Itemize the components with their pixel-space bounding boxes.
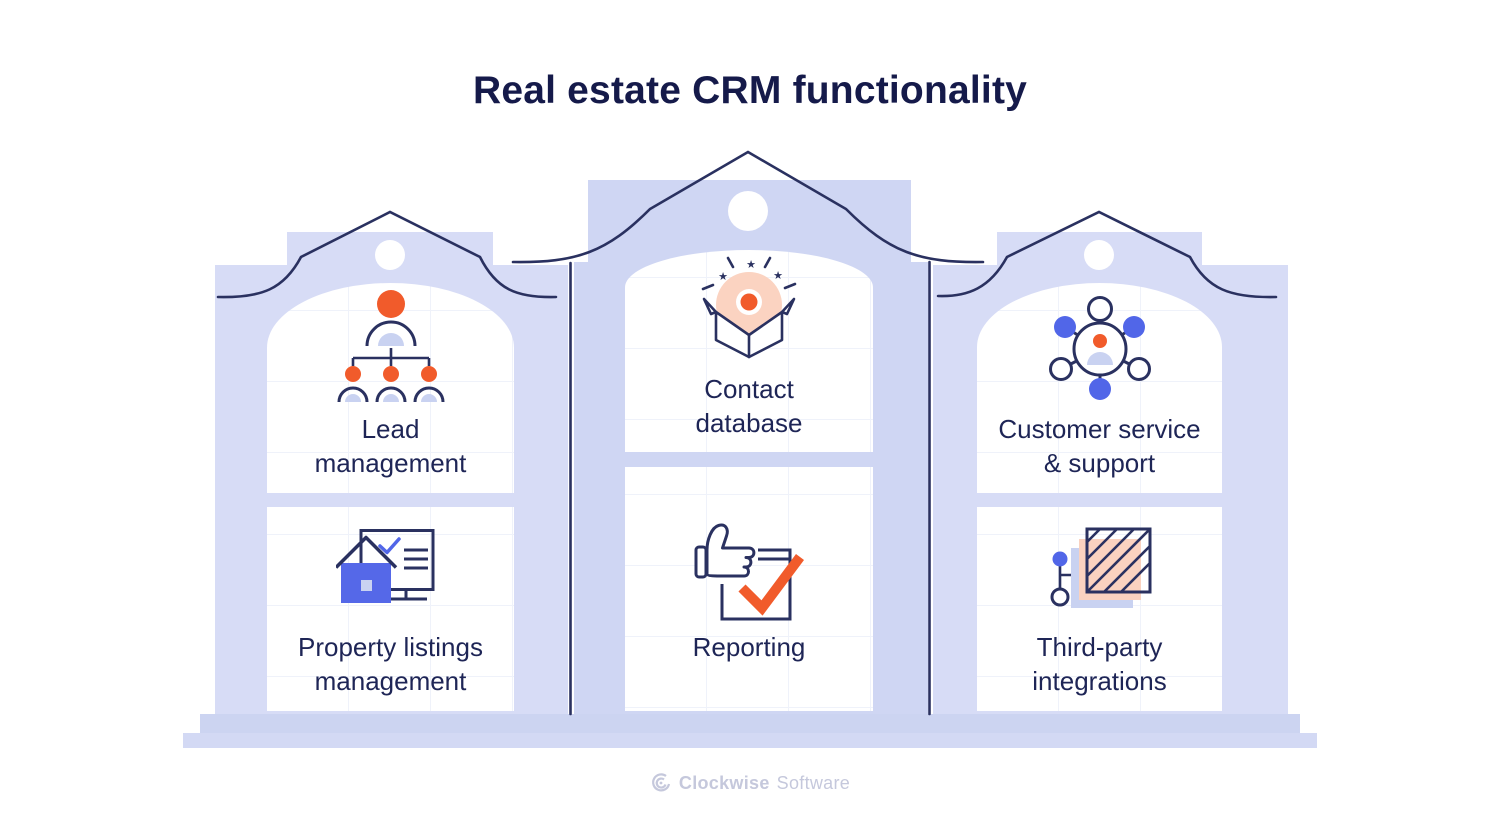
svg-text:★: ★ [773,270,783,282]
card-property-listings: Property listings management [267,507,514,711]
card-reporting: Reporting [625,467,873,711]
card-contact-database: ★ ★ ★ Contact database [625,250,873,452]
page-title: Real estate CRM functionality [472,69,1028,112]
svg-text:★: ★ [718,271,728,283]
card-lead-management: Lead management [267,283,514,493]
card-label: Property listings management [298,632,483,696]
network-hub-icon [1048,296,1151,400]
card-label: Reporting [692,632,806,662]
svg-text:★: ★ [746,259,756,271]
brand-name: Clockwise [678,772,770,793]
sparkle-stars: ★ ★ ★ [718,259,783,283]
card-third-party-integrations: Third-party integrations [977,507,1222,711]
brand-suffix: Software [776,772,851,793]
thumbs-up-checkbox-icon [694,523,805,621]
rooflines [216,150,1278,716]
brand-footer: Clockwise Software [0,772,1500,794]
org-chart-icon [337,290,444,403]
house-monitor-icon [335,529,434,603]
card-label: Contact database [695,374,803,438]
base-pedestal [183,714,1317,748]
card-label: Lead management [314,414,467,478]
hatched-square-link-icon [1050,527,1151,608]
open-box-icon: ★ ★ ★ [701,256,797,359]
roof-windows [375,191,1114,270]
card-label: Customer service & support [998,414,1201,478]
clockwise-logo-icon [651,773,670,792]
card-customer-service: Customer service & support [977,283,1222,493]
card-label: Third-party integrations [1032,632,1167,696]
